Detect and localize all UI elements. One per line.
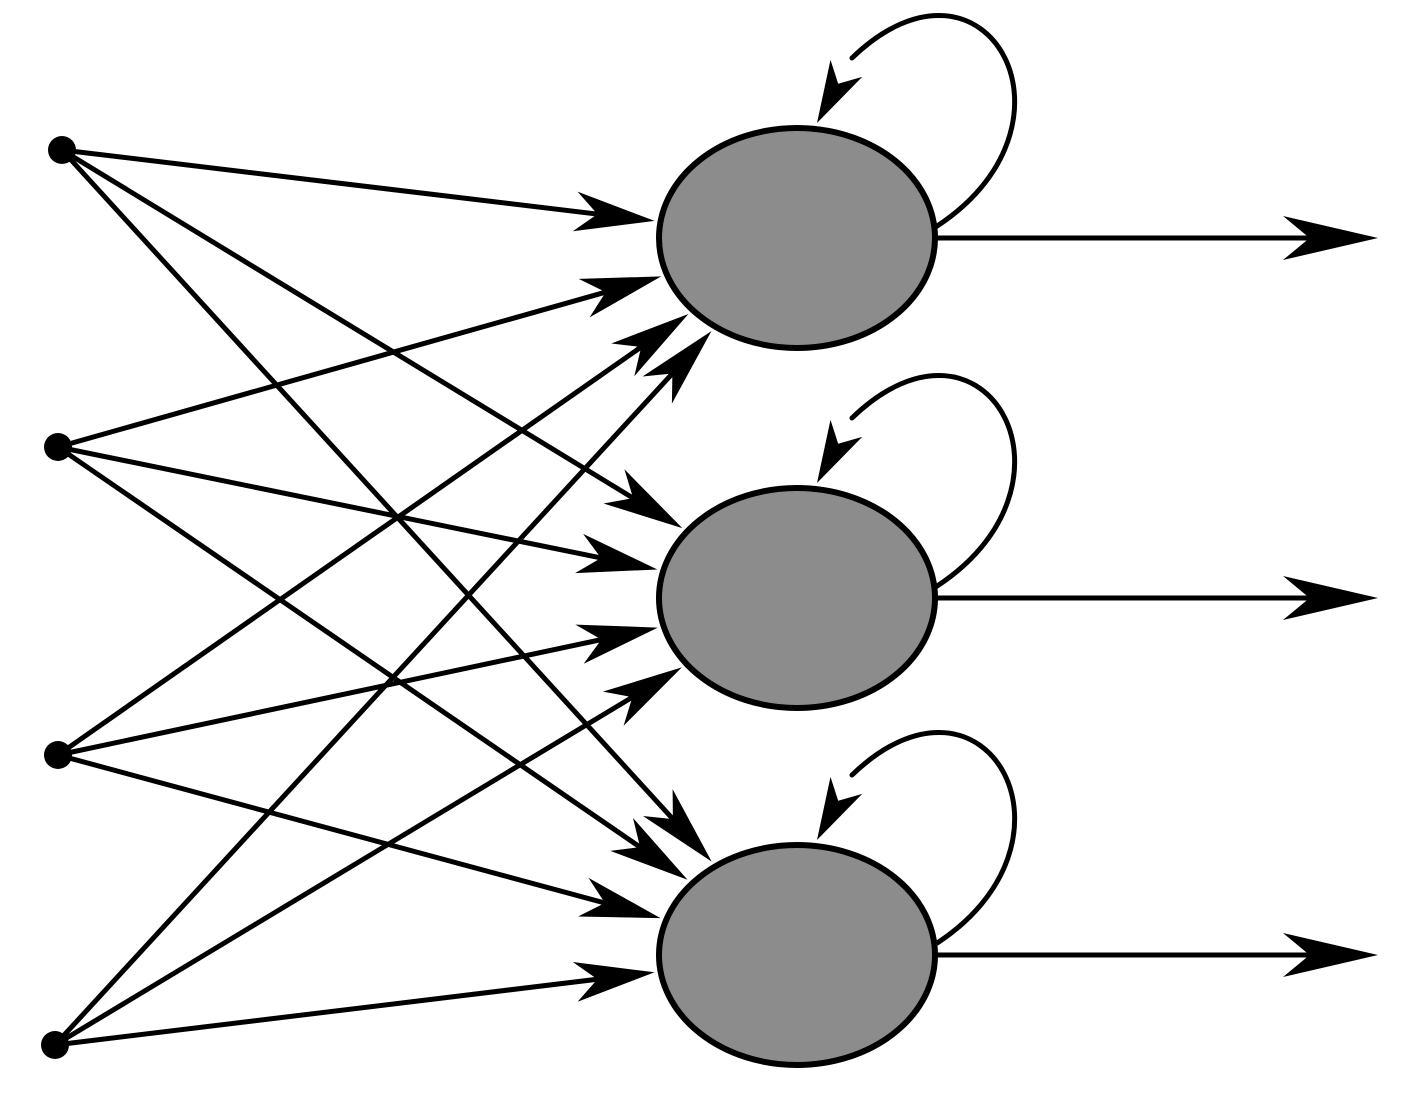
edge-input-3-to-neuron-2 [55, 624, 658, 758]
self-loop-neuron-3 [817, 730, 1018, 950]
edge-arrowhead [572, 962, 655, 1002]
edge-line [55, 444, 621, 564]
edge-arrowhead [610, 818, 688, 880]
edge-line [55, 284, 626, 450]
output-neuron-3 [932, 933, 1378, 977]
edge-line [59, 147, 618, 219]
edge-line [52, 974, 618, 1048]
edge-input-2-to-neuron-1 [55, 276, 662, 450]
self-loop-curve [849, 373, 1018, 593]
edge-input-4-to-neuron-1 [52, 331, 712, 1048]
edge-arrowhead [572, 191, 655, 232]
edge-line [55, 334, 659, 758]
output-neuron-1 [932, 216, 1378, 260]
edge-input-2-to-neuron-2 [55, 444, 658, 574]
self-loop-curve [849, 13, 1018, 233]
edge-arrowhead [575, 533, 658, 574]
edge-input-1-to-neuron-1 [59, 147, 655, 232]
edge-arrowhead [578, 276, 662, 318]
outputs-layer [932, 216, 1378, 977]
edge-line [59, 147, 688, 835]
edge-arrowhead [578, 877, 661, 919]
nodes-layer [41, 125, 938, 1068]
edges-layer [52, 147, 712, 1048]
self-loops-layer [817, 13, 1018, 950]
edge-input-1-to-neuron-2 [59, 147, 683, 529]
edge-arrowhead [603, 469, 683, 529]
output-arrowhead [1283, 576, 1378, 620]
output-arrowhead [1283, 216, 1378, 260]
self-loop-neuron-1 [817, 13, 1018, 233]
self-loop-arrowhead [817, 59, 863, 123]
self-loop-arrowhead [817, 419, 863, 483]
edge-arrowhead [643, 789, 712, 862]
input-node-1 [48, 136, 76, 164]
edge-input-4-to-neuron-2 [52, 667, 682, 1048]
edge-arrowhead [575, 624, 658, 664]
edge-line [55, 633, 622, 758]
edge-arrowhead [611, 314, 689, 377]
edge-input-2-to-neuron-3 [55, 444, 688, 880]
edge-input-4-to-neuron-3 [52, 962, 655, 1048]
edge-line [55, 752, 625, 911]
output-neuron-2 [932, 576, 1378, 620]
input-node-3 [44, 741, 72, 769]
self-loop-arrowhead [817, 776, 863, 840]
edge-line [52, 358, 687, 1048]
neuron-2 [656, 485, 938, 711]
output-arrowhead [1283, 933, 1378, 977]
neuron-3 [656, 842, 938, 1068]
edge-arrowhead [642, 331, 712, 404]
edge-arrowhead [602, 667, 682, 726]
edge-input-3-to-neuron-3 [55, 752, 661, 919]
self-loop-curve [849, 730, 1018, 950]
edge-input-1-to-neuron-3 [59, 147, 712, 862]
edge-line [52, 685, 651, 1048]
input-node-2 [44, 433, 72, 461]
edge-input-3-to-neuron-1 [55, 314, 689, 758]
edge-line [55, 444, 658, 860]
input-node-4 [41, 1031, 69, 1059]
self-loop-neuron-2 [817, 373, 1018, 593]
neuron-1 [656, 125, 938, 351]
edge-line [59, 147, 651, 510]
